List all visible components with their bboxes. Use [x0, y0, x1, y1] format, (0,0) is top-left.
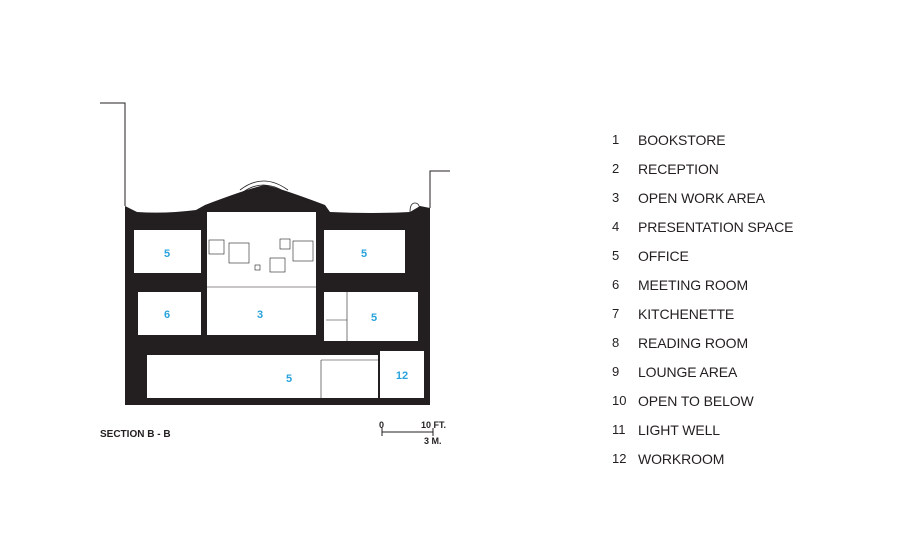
room-office-bottom: [147, 355, 378, 398]
room-number-workroom: 12: [396, 370, 408, 382]
legend-item: 11 LIGHT WELL: [612, 415, 793, 444]
interior-details: [207, 238, 378, 398]
room-workroom: [380, 351, 424, 398]
legend-item: 6 MEETING ROOM: [612, 270, 793, 299]
legend-number: 6: [612, 277, 620, 292]
legend-number: 1: [612, 132, 620, 147]
legend-label: READING ROOM: [638, 334, 749, 351]
legend-label: OPEN WORK AREA: [638, 189, 765, 206]
legend-label: WORKROOM: [638, 450, 725, 467]
legend-number: 5: [612, 248, 620, 263]
adjacent-building-left-outline: [100, 102, 126, 206]
scale-meters-label: 3 M.: [424, 436, 442, 446]
legend-label: RECEPTION: [638, 160, 719, 177]
legend-item: 8 READING ROOM: [612, 328, 793, 357]
room-number-office-mid-right: 5: [371, 312, 377, 324]
room-number-office-top-right: 5: [361, 248, 367, 260]
legend-item: 3 OPEN WORK AREA: [612, 183, 793, 212]
legend-item: 9 LOUNGE AREA: [612, 357, 793, 386]
scale-bar: 0 10 FT. 3 M.: [379, 420, 446, 446]
legend-item: 7 KITCHENETTE: [612, 299, 793, 328]
legend-item: 1 BOOKSTORE: [612, 125, 793, 154]
legend-label: LIGHT WELL: [638, 421, 720, 438]
legend-number: 2: [612, 161, 620, 176]
legend-item: 5 OFFICE: [612, 241, 793, 270]
legend-label: LOUNGE AREA: [638, 363, 738, 380]
scale-feet-label: 10 FT.: [421, 420, 446, 430]
room-meeting: [138, 292, 201, 335]
room-legend: 1 BOOKSTORE 2 RECEPTION 3 OPEN WORK AREA 4 P…: [612, 125, 793, 473]
floor-joists: [198, 398, 324, 403]
legend-item: 10 OPEN TO BELOW: [612, 386, 793, 415]
legend-label: PRESENTATION SPACE: [638, 218, 794, 235]
legend-label: BOOKSTORE: [638, 131, 726, 148]
rooftop-railing: [409, 202, 421, 213]
room-office-top-left: [134, 230, 201, 273]
room-office-top-right: [324, 230, 405, 273]
legend-label: OPEN TO BELOW: [638, 392, 754, 409]
legend-label: KITCHENETTE: [638, 305, 735, 322]
legend-item: 4 PRESENTATION SPACE: [612, 212, 793, 241]
legend-number: 11: [612, 422, 626, 437]
building-section-drawing: 5 5 6 3 5 5 12 SECTION B - B 0 10 FT. 3 …: [100, 102, 450, 446]
legend-number: 4: [612, 219, 620, 234]
legend-number: 9: [612, 364, 620, 379]
room-number-office-bottom: 5: [286, 373, 292, 385]
room-open-work-area: [207, 212, 316, 335]
legend-number: 8: [612, 335, 620, 350]
scale-zero-label: 0: [379, 420, 384, 430]
legend-label: OFFICE: [638, 247, 689, 264]
room-number-open-work-area: 3: [257, 309, 263, 321]
legend-item: 2 RECEPTION: [612, 154, 793, 183]
section-title: SECTION B - B: [100, 429, 171, 440]
legend-number: 12: [612, 451, 627, 466]
room-number-meeting-room: 6: [164, 309, 170, 321]
room-number-office-top-left: 5: [164, 248, 170, 260]
legend-number: 10: [612, 393, 627, 408]
adjacent-building-right-outline: [429, 170, 450, 208]
legend-number: 3: [612, 190, 620, 205]
room-office-mid-right: [324, 292, 418, 341]
legend-number: 7: [612, 306, 620, 321]
legend-item: 12 WORKROOM: [612, 444, 793, 473]
rooflight-dome: [239, 180, 289, 206]
legend-label: MEETING ROOM: [638, 276, 749, 293]
